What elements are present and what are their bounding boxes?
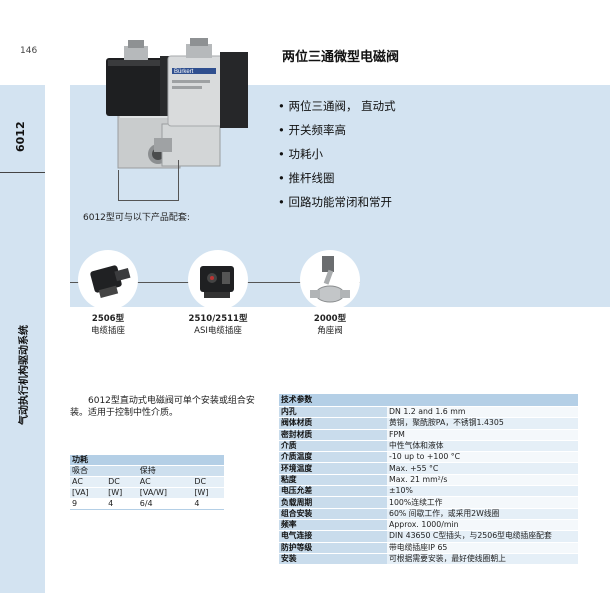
tech-param-value: 可根据需要安装，最好使线圈朝上 (387, 553, 578, 566)
accessory-model: 2506型 (91, 314, 125, 324)
power-cell: [W] (106, 487, 138, 499)
accessory-label-2000: 2000型 角座阀 (285, 313, 375, 337)
tech-row: 介质中性气体和液体 (279, 440, 578, 453)
tech-param-name: 防护等级 (279, 542, 387, 554)
connector-line (118, 170, 119, 200)
sidebar-divider (0, 172, 45, 173)
tech-param-value: Approx. 1000/min (387, 519, 578, 532)
tech-param-name: 电气连接 (279, 530, 387, 543)
feature-item: • 两位三通阀， 直动式 (278, 99, 396, 113)
tech-table-title: 技术参数 (279, 394, 578, 407)
feature-item: • 回路功能常闭和常开 (278, 195, 392, 209)
power-cell: AC (137, 476, 193, 488)
accessory-name: 角座阀 (317, 326, 343, 336)
product-description: 6012型直动式电磁阀可单个安装或组合安装。适用于控制中性介质。 (70, 396, 255, 418)
tech-param-value: FPM (387, 429, 578, 441)
tech-param-name: 介质温度 (279, 451, 387, 464)
asi-socket-icon (200, 266, 234, 298)
accessory-model: 2510/2511型 (188, 314, 248, 324)
tech-row: 阀体材质黄铜，聚酰胺PA，不锈钢1.4305 (279, 417, 578, 430)
tech-param-value: 100%连续工作 (387, 496, 578, 509)
feature-item: • 开关频率高 (278, 123, 346, 137)
tech-param-name: 内孔 (279, 406, 387, 419)
tech-param-value: 60% 间歇工作，或采用2W线圈 (387, 508, 578, 520)
power-group-pickup: 吸合 (70, 465, 138, 477)
power-value: 9 (70, 498, 107, 510)
tech-param-value: 黄铜，聚酰胺PA，不锈钢1.4305 (387, 417, 578, 430)
tech-param-name: 环境温度 (279, 462, 387, 475)
sidebar-category: 气动执行机构驱动系统 (19, 325, 30, 425)
tech-param-name: 频率 (279, 519, 387, 532)
power-value: 4 (192, 498, 224, 510)
power-cell: DC (192, 476, 224, 488)
connector-line (118, 200, 178, 201)
tech-row: 电压允差±10% (279, 485, 578, 498)
power-table-title: 功耗 (70, 455, 224, 466)
power-value: 6/4 (137, 498, 193, 510)
tech-param-name: 粘度 (279, 474, 387, 487)
tech-param-name: 阀体材质 (279, 417, 387, 430)
product-photo: Bürkert (106, 38, 248, 169)
accessory-label-2510: 2510/2511型 ASI电缆插座 (173, 313, 263, 337)
tech-param-value: Max. 21 mm²/s (387, 474, 578, 487)
tech-param-name: 电压允差 (279, 485, 387, 498)
page-number: 146 (20, 46, 38, 56)
tech-row: 介质温度-10 up to +100 °C (279, 451, 578, 464)
power-table: 功耗 吸合 保持 AC DC AC DC [VA] [W] [VA/W] [W]… (70, 455, 224, 510)
accessory-name: ASI电缆插座 (194, 326, 242, 336)
feature-item: • 推杆线圈 (278, 171, 335, 185)
accessory-model: 2000型 (313, 314, 347, 324)
tech-row: 安装可根据需要安装，最好使线圈朝上 (279, 553, 578, 566)
tech-param-value: -10 up to +100 °C (387, 451, 578, 464)
power-value: 4 (106, 498, 138, 510)
tech-param-value: Max. +55 °C (387, 462, 578, 475)
power-cell: [VA] (70, 487, 107, 499)
sidebar-product-code: 6012 (14, 121, 27, 152)
sidebar (0, 85, 45, 593)
tech-param-value: ±10% (387, 485, 578, 498)
tech-param-value: DN 1.2 and 1.6 mm (387, 406, 578, 419)
angle-valve-icon (310, 256, 350, 303)
tech-row: 防护等级带电缆插座IP 65 (279, 542, 578, 554)
accessory-image-2000 (300, 250, 360, 310)
feature-item: • 功耗小 (278, 147, 323, 161)
accessory-image-2510 (188, 250, 248, 310)
power-cell: DC (106, 476, 138, 488)
power-cell: [W] (192, 487, 224, 499)
tech-param-value: DIN 43650 C型插头，与2506型电缆插座配套 (387, 530, 578, 543)
accessory-image-2506 (78, 250, 138, 310)
tech-param-value: 中性气体和液体 (387, 440, 578, 453)
tech-param-name: 安装 (279, 553, 387, 566)
page-title: 两位三通微型电磁阀 (282, 50, 400, 65)
brand-label: Bürkert (174, 69, 194, 75)
feature-list: • 两位三通阀， 直动式 • 开关频率高 • 功耗小 • 推杆线圈 • 回路功能… (278, 98, 396, 218)
accessories-intro: 6012型可与以下产品配套: (83, 213, 190, 223)
tech-param-value: 带电缆插座IP 65 (387, 542, 578, 554)
power-cell: AC (70, 476, 107, 488)
tech-param-name: 介质 (279, 440, 387, 453)
tech-param-name: 密封材质 (279, 429, 387, 441)
accessory-label-2506: 2506型 电缆插座 (63, 313, 153, 337)
tech-param-name: 组合安装 (279, 508, 387, 520)
power-cell: [VA/W] (137, 487, 193, 499)
cable-socket-icon (90, 265, 131, 299)
accessory-name: 电缆插座 (90, 326, 125, 336)
tech-param-name: 负载周期 (279, 496, 387, 509)
connector-line (178, 160, 179, 201)
power-group-hold: 保持 (137, 465, 224, 477)
